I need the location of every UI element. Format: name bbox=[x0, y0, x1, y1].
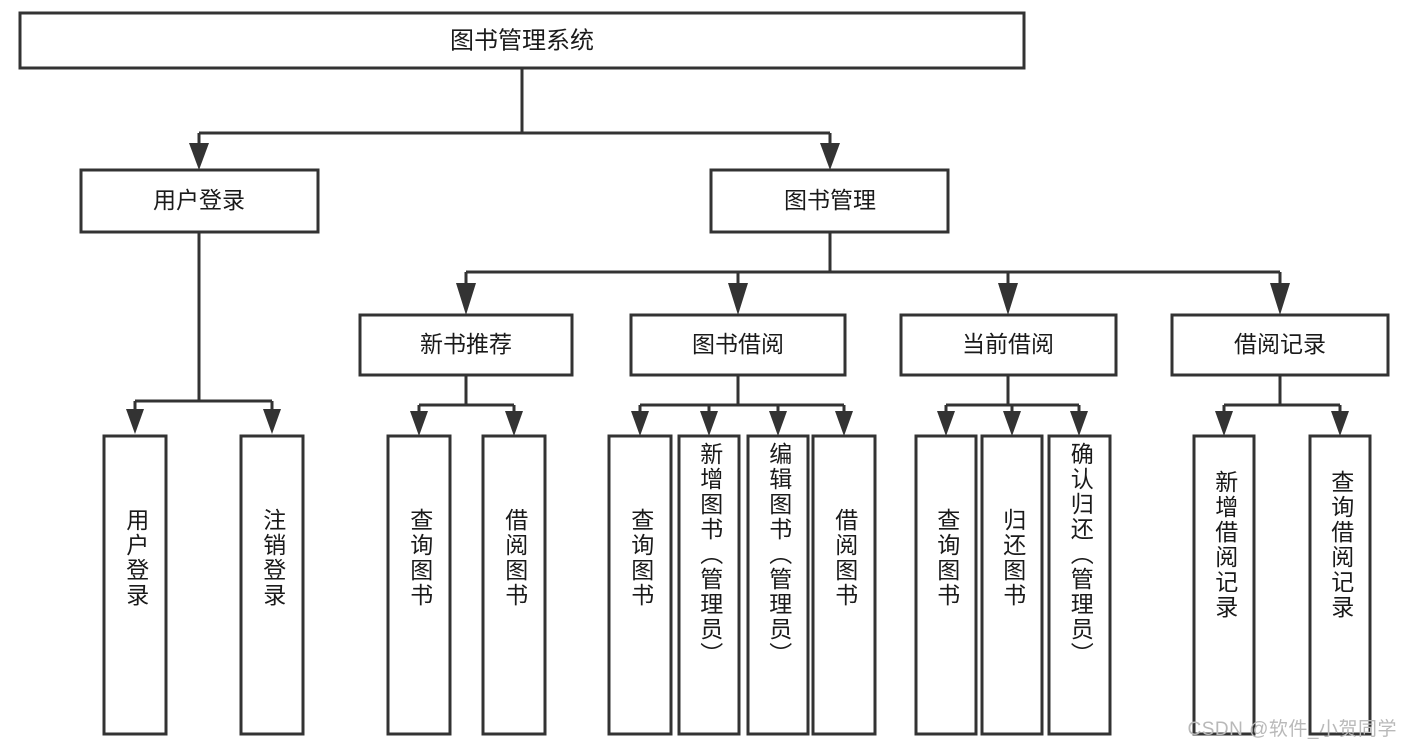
leaf-box-book-borrow-2[interactable] bbox=[746, 434, 810, 736]
leaf-box-current-borrow-0[interactable] bbox=[914, 434, 978, 736]
node-root-label: 图书管理系统 bbox=[450, 27, 594, 54]
node-root[interactable]: 图书管理系统 bbox=[18, 11, 1026, 70]
leaf-box-book-borrow-0[interactable] bbox=[607, 434, 673, 736]
node-book-borrow[interactable]: 图书借阅 bbox=[629, 313, 847, 377]
node-borrow-record[interactable]: 借阅记录 bbox=[1170, 313, 1390, 377]
leaf-group-book-borrow bbox=[607, 434, 877, 736]
node-current-borrow[interactable]: 当前借阅 bbox=[899, 313, 1118, 377]
leaf-group-user-login bbox=[102, 434, 305, 736]
leaf-box-user-login-0[interactable] bbox=[102, 434, 168, 736]
node-book-management[interactable]: 图书管理 bbox=[709, 168, 950, 234]
node-book-management-label: 图书管理 bbox=[784, 187, 876, 213]
node-current-borrow-label: 当前借阅 bbox=[962, 331, 1054, 357]
leaf-box-borrow-record-1[interactable] bbox=[1308, 434, 1372, 736]
node-borrow-record-box[interactable] bbox=[1170, 313, 1390, 377]
node-new-book-recommend[interactable]: 新书推荐 bbox=[358, 313, 574, 377]
node-book-borrow-box[interactable] bbox=[629, 313, 847, 377]
connector-root-to-level2 bbox=[189, 68, 840, 170]
connector-borrowrecord-to-leaves bbox=[1215, 375, 1349, 436]
connector-currentborrow-to-leaves bbox=[937, 375, 1088, 436]
leaf-box-borrow-record-0[interactable] bbox=[1192, 434, 1256, 736]
leaf-box-current-borrow-1[interactable] bbox=[980, 434, 1044, 736]
leaf-group-borrow-record bbox=[1192, 434, 1372, 736]
node-user-login-box[interactable] bbox=[79, 168, 320, 234]
leaf-box-current-borrow-2[interactable] bbox=[1047, 434, 1112, 736]
node-book-borrow-label: 图书借阅 bbox=[692, 331, 784, 357]
node-new-book-recommend-label: 新书推荐 bbox=[420, 331, 512, 357]
leaf-box-new-book-0[interactable] bbox=[386, 434, 452, 736]
node-root-box[interactable] bbox=[18, 11, 1026, 70]
leaf-box-book-borrow-3[interactable] bbox=[811, 434, 877, 736]
leaf-group-new-book-recommend bbox=[386, 434, 547, 736]
connector-bookborrow-to-leaves bbox=[631, 375, 853, 436]
node-book-management-box[interactable] bbox=[709, 168, 950, 234]
leaf-group-current-borrow bbox=[914, 434, 1112, 736]
leaf-box-user-login-1[interactable] bbox=[239, 434, 305, 736]
node-user-login[interactable]: 用户登录 bbox=[79, 168, 320, 234]
connector-level2-bookmgmt-to-level3 bbox=[456, 232, 1290, 315]
leaf-box-book-borrow-1[interactable] bbox=[677, 434, 741, 736]
node-user-login-label: 用户登录 bbox=[153, 187, 245, 213]
connector-newbook-to-leaves bbox=[410, 375, 523, 436]
leaf-box-new-book-1[interactable] bbox=[481, 434, 547, 736]
node-borrow-record-label: 借阅记录 bbox=[1234, 331, 1326, 357]
connector-level2-userlogin-to-leaves bbox=[126, 232, 281, 434]
watermark: CSDN @软件_小贺同学 bbox=[1187, 719, 1397, 740]
node-new-book-recommend-box[interactable] bbox=[358, 313, 574, 377]
node-current-borrow-box[interactable] bbox=[899, 313, 1118, 377]
